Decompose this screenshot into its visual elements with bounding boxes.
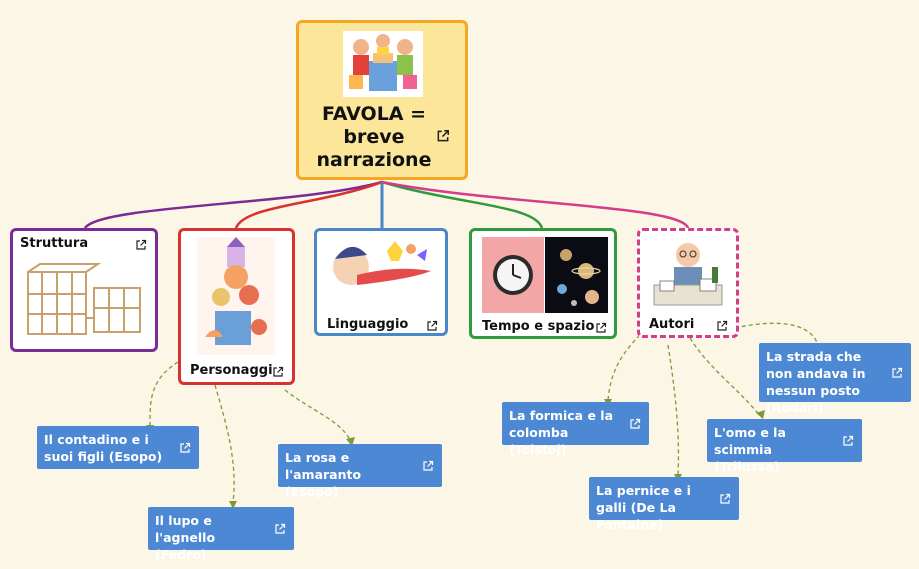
clock-and-planets-image	[482, 237, 608, 313]
external-link-icon[interactable]	[422, 460, 434, 472]
subtopic-label: Il lupo e l'agnello (Fedro)	[155, 513, 216, 562]
writer-at-desk-image	[650, 237, 726, 309]
root-title: FAVOLA = breve narrazione	[316, 103, 432, 171]
subtopic-rosa[interactable]: La rosa e l'amaranto (Esopo)	[278, 444, 442, 499]
subtopic-contadino[interactable]: Il contadino e i suoi figli (Esopo)	[37, 426, 199, 469]
external-link-icon[interactable]	[179, 442, 191, 454]
subtopic-label: La rosa e l'amaranto (Esopo)	[285, 450, 362, 499]
speaking-mouth-image	[327, 237, 437, 309]
topic-label: Linguaggio	[327, 317, 409, 332]
subtopic-label: La formica e la colomba (Tolstoj)	[509, 408, 613, 457]
subtopic-label: L'omo e la scimmia (Trilussa)	[714, 425, 786, 474]
topic-label: Personaggi	[190, 363, 273, 378]
topic-label: Struttura	[20, 236, 89, 251]
subtopic-formica[interactable]: La formica e la colomba (Tolstoj)	[502, 402, 649, 457]
external-link-icon[interactable]	[426, 320, 438, 332]
children-reading-image	[343, 31, 423, 97]
subtopic-pernice[interactable]: La pernice e i galli (De La Fontaine)	[589, 477, 739, 532]
root-topic[interactable]: FAVOLA = breve narrazione	[296, 20, 468, 180]
external-link-icon[interactable]	[629, 418, 641, 430]
subtopic-label: La strada che non andava in nessun posto…	[766, 349, 866, 415]
storybook-characters-image	[197, 237, 275, 355]
topic-autori[interactable]: Autori	[637, 228, 739, 338]
subtopic-label: La pernice e i galli (De La Fontaine)	[596, 483, 691, 532]
external-link-icon[interactable]	[891, 367, 903, 379]
topic-personaggi[interactable]: Personaggi	[178, 228, 295, 385]
external-link-icon[interactable]	[274, 523, 286, 535]
topic-tempo-e-spazio[interactable]: Tempo e spazio	[469, 228, 617, 339]
topic-label: Tempo e spazio	[482, 319, 595, 334]
external-link-icon[interactable]	[719, 493, 731, 505]
subtopic-label: Il contadino e i suoi figli (Esopo)	[44, 432, 163, 464]
subtopic-omo[interactable]: L'omo e la scimmia (Trilussa)	[707, 419, 862, 474]
topic-linguaggio[interactable]: Linguaggio	[314, 228, 448, 336]
external-link-icon[interactable]	[842, 435, 854, 447]
branch-line-personaggi	[234, 180, 383, 229]
subtopic-lupo[interactable]: Il lupo e l'agnello (Fedro)	[148, 507, 294, 562]
external-link-icon[interactable]	[272, 366, 284, 378]
branch-line-struttura	[83, 180, 383, 229]
external-link-icon[interactable]	[595, 322, 607, 334]
branch-line-autori	[381, 180, 690, 229]
subtopic-strada[interactable]: La strada che non andava in nessun posto…	[759, 343, 911, 415]
wooden-frame-image	[22, 258, 148, 346]
topic-label: Autori	[649, 317, 695, 332]
external-link-icon[interactable]	[135, 239, 147, 251]
topic-struttura[interactable]: Struttura	[10, 228, 158, 352]
external-link-icon[interactable]	[436, 129, 450, 143]
branch-line-tempo	[381, 180, 544, 229]
external-link-icon[interactable]	[716, 320, 728, 332]
